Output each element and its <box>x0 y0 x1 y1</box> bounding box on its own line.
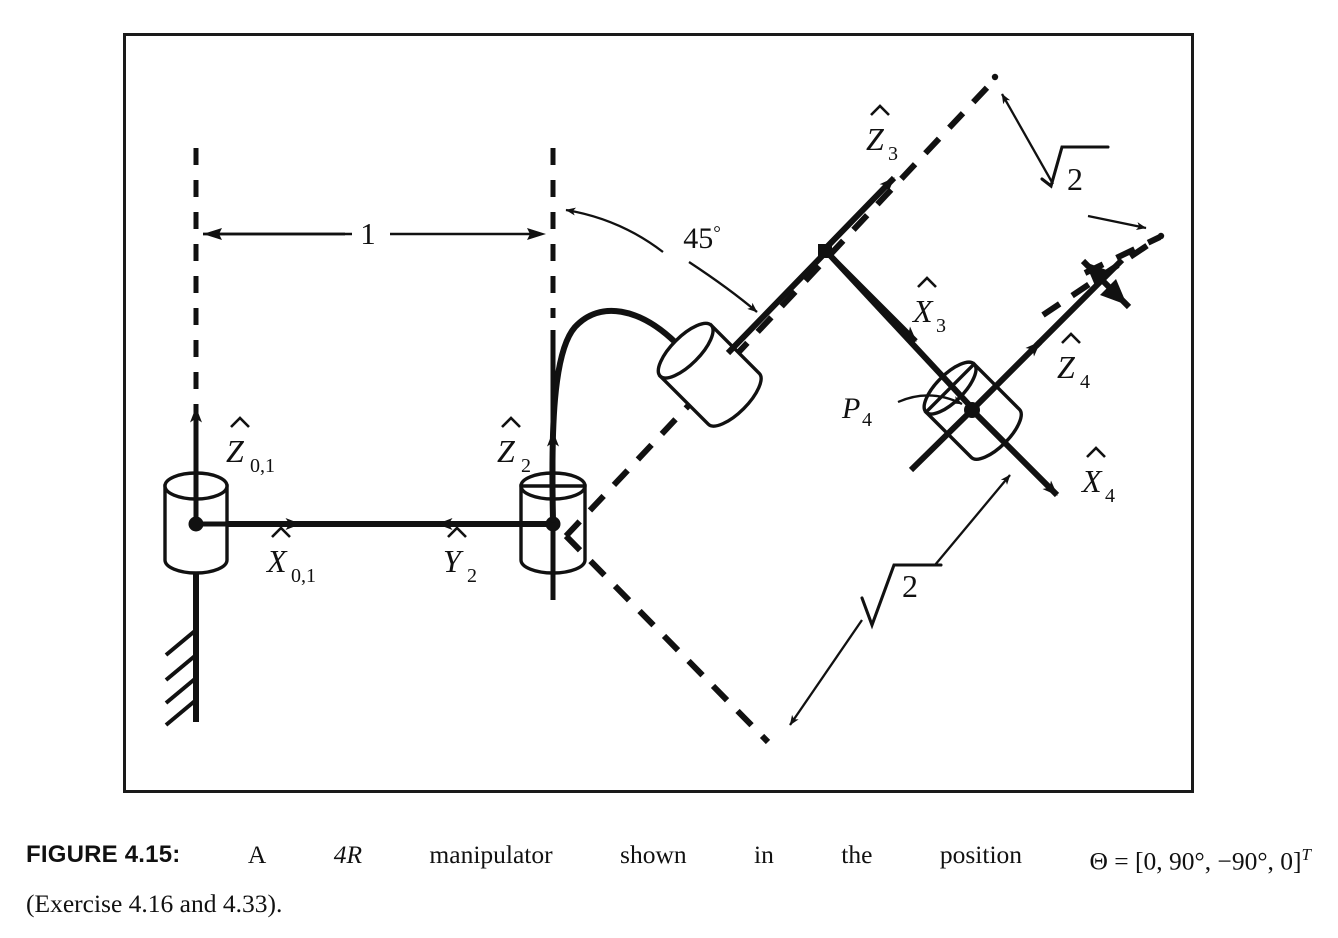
label-y2-letter: Y <box>443 543 464 579</box>
label-z2-letter: Z <box>497 433 516 469</box>
label-z01-letter: Z <box>226 433 245 469</box>
label-x01-letter: X <box>265 543 288 579</box>
label-z3-letter: Z <box>866 121 885 157</box>
p4-pointer <box>897 394 963 406</box>
label-x4-subscript: 4 <box>1105 485 1115 507</box>
label-x4: X 4 <box>1080 446 1115 507</box>
label-z2: Z 2 <box>497 416 531 477</box>
axis-label-group: Z 0,1 X 0,1 Z 2 Y 2 <box>226 104 1115 587</box>
angle-label-45: 45° <box>683 222 721 255</box>
caption-word-4r: 4R <box>333 840 363 869</box>
caption-theta-value: Θ = [0, 90°, −90°, 0] <box>1089 846 1302 876</box>
dashed-axis-joint4-extension <box>1041 236 1159 318</box>
origin-dot-joint-2 <box>545 516 561 532</box>
caption-word-shown: shown <box>620 840 687 869</box>
label-z4-subscript: 4 <box>1080 371 1090 393</box>
dimension-sqrt2-upper: 2 <box>1000 93 1147 230</box>
joint-3-cylinder <box>656 321 763 428</box>
caption-line-2: (Exercise 4.16 and 4.33). <box>26 888 283 918</box>
label-z4-letter: Z <box>1057 349 1076 385</box>
caption-word-the: the <box>841 840 873 869</box>
caption-word-position: position <box>939 840 1023 869</box>
dash-endpoint-dot-top <box>991 73 999 81</box>
link-4 <box>823 248 976 412</box>
sqrt2-upper-radicand: 2 <box>1067 161 1083 197</box>
axis-z3 <box>821 175 897 253</box>
label-z3-subscript: 3 <box>888 143 898 165</box>
label-x01: X 0,1 <box>265 526 316 587</box>
origin-dot-joint-4 <box>964 402 980 418</box>
label-p4-subscript: 4 <box>862 409 872 431</box>
label-z3: Z 3 <box>866 104 898 165</box>
gripper-bar <box>908 407 975 473</box>
end-effector-tick-marks <box>1080 258 1132 310</box>
dashed-axis-lower-left <box>563 533 771 745</box>
origin-dot-joint-3 <box>818 244 832 258</box>
caption-word-a: A <box>247 840 267 869</box>
caption-theta-expression: Θ = [0, 90°, −90°, 0]T <box>1089 834 1311 883</box>
dimension-link1: 1 <box>203 216 546 251</box>
label-x3-subscript: 3 <box>936 315 946 337</box>
label-x3-letter: X <box>911 293 934 329</box>
sqrt2-lower-radicand: 2 <box>902 568 918 604</box>
caption-word-manipulator: manipulator <box>429 840 553 869</box>
dimension-label-1: 1 <box>360 216 376 251</box>
caption-line-1: FIGURE 4.15: A 4R manipulator shown in t… <box>26 834 1316 883</box>
link-3-upper <box>725 249 829 356</box>
label-z2-subscript: 2 <box>521 455 531 477</box>
label-p4-letter: P <box>841 392 860 425</box>
figure-caption: FIGURE 4.15: A 4R manipulator shown in t… <box>26 834 1316 925</box>
figure-frame <box>123 33 1194 793</box>
caption-label: FIGURE 4.15: <box>26 841 181 868</box>
label-z01-subscript: 0,1 <box>250 455 275 477</box>
label-p4: P 4 <box>841 392 872 431</box>
label-z01: Z 0,1 <box>226 416 275 477</box>
label-x3: X 3 <box>911 276 946 337</box>
label-y2-subscript: 2 <box>467 565 477 587</box>
origin-dot-joint-0-1 <box>188 516 204 532</box>
dimension-sqrt2-lower: 2 <box>789 474 1011 726</box>
caption-word-in: in <box>754 840 774 869</box>
angle-annotation-45: 45° <box>565 207 758 313</box>
label-x01-subscript: 0,1 <box>291 565 316 587</box>
label-z4: Z 4 <box>1057 332 1090 393</box>
axis-x4 <box>969 407 1060 498</box>
label-y2: Y 2 <box>443 526 477 587</box>
label-x4-letter: X <box>1080 463 1103 499</box>
dash-endpoint-dot-right <box>1157 232 1165 240</box>
caption-theta-superscript: T <box>1301 845 1311 864</box>
axis-z4 <box>969 339 1043 413</box>
